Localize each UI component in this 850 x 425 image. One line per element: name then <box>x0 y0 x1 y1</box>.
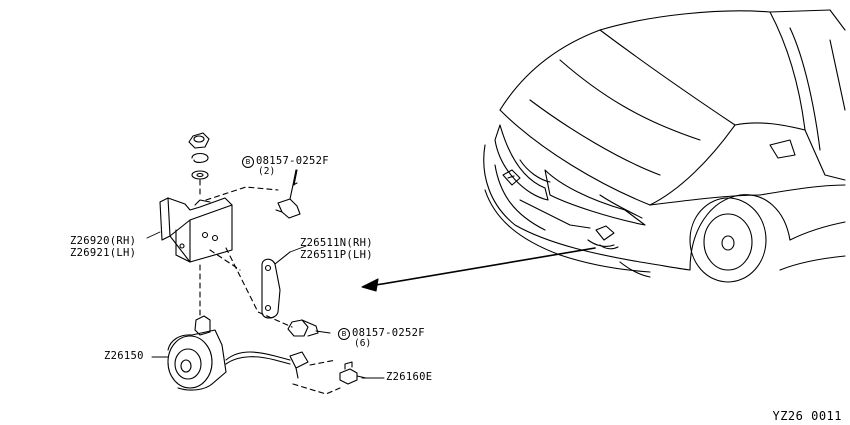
car-illustration <box>484 10 845 282</box>
flat-washer <box>192 171 208 179</box>
callout-arrow <box>362 248 595 291</box>
bulb <box>340 362 366 384</box>
label-bulb: Z26160E <box>386 371 433 383</box>
label-fog-lamp: Z26150 <box>104 350 144 362</box>
label-bolt-upper: 08157-0252F <box>256 155 329 167</box>
label-bolt-lower-qty: (6) <box>354 338 372 349</box>
label-plate-rh: Z26511N(RH) <box>300 237 373 249</box>
upper-bolt <box>276 170 300 218</box>
label-bracket-rh: Z26920(RH) <box>70 235 137 247</box>
mounting-plate <box>262 252 290 318</box>
bolt-symbol-upper: B <box>242 156 254 168</box>
fog-lamp <box>168 316 308 390</box>
nut <box>189 133 209 148</box>
label-bolt-upper-qty: (2) <box>258 166 276 177</box>
bolt-symbol-lower: B <box>338 328 350 340</box>
lower-bolt <box>288 320 330 336</box>
label-bracket-lh: Z26921(LH) <box>70 247 137 259</box>
label-plate-lh: Z26511P(LH) <box>300 249 373 261</box>
label-bolt-lower: 08157-0252F <box>352 327 425 339</box>
bracket <box>160 198 232 262</box>
diagram-code: YZ26 0011 <box>772 409 842 423</box>
spring-washer <box>192 154 208 163</box>
